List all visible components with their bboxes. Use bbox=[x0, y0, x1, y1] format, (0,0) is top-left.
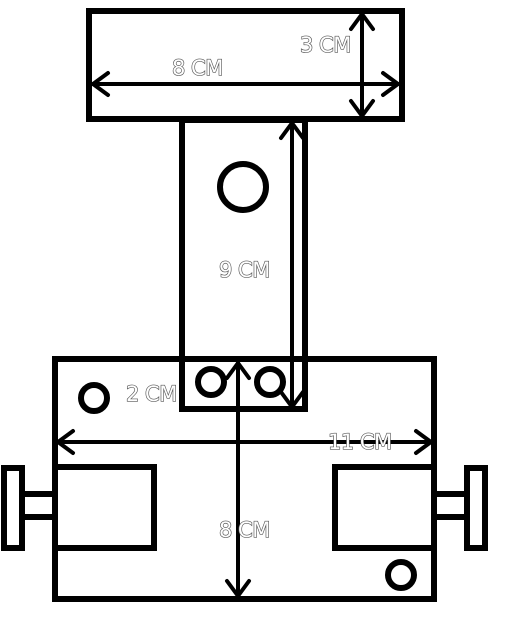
right-wheel bbox=[464, 465, 488, 551]
base-plate bbox=[52, 356, 437, 602]
base-hole-top-left bbox=[78, 382, 110, 414]
label-hole-offset: 2 CM bbox=[126, 382, 177, 406]
dimension-arrow-arm-length bbox=[279, 121, 305, 409]
label-top-height: 3 CM bbox=[300, 33, 351, 57]
dimension-arrow-top-height bbox=[349, 12, 375, 118]
dimension-arrow-base-height bbox=[225, 361, 251, 598]
left-shaft bbox=[19, 491, 58, 520]
right-motor-block bbox=[332, 464, 437, 551]
label-top-width: 8 CM bbox=[172, 56, 223, 80]
dimension-arrow-top-width bbox=[91, 71, 400, 97]
label-arm-length: 9 CM bbox=[219, 258, 270, 282]
top-plate bbox=[86, 8, 405, 122]
left-wheel bbox=[1, 465, 25, 551]
arm-hole bbox=[217, 161, 269, 213]
vertical-arm bbox=[179, 117, 308, 412]
label-base-height: 8 CM bbox=[219, 518, 270, 542]
arm-bottom-hole-right bbox=[254, 366, 286, 398]
base-hole-bottom-right bbox=[385, 559, 417, 591]
dimension-arrow-base-width bbox=[56, 429, 433, 455]
left-motor-block bbox=[52, 464, 157, 551]
arm-bottom-hole-left bbox=[195, 366, 227, 398]
label-base-width: 11 CM bbox=[328, 430, 392, 454]
right-shaft bbox=[431, 491, 470, 520]
